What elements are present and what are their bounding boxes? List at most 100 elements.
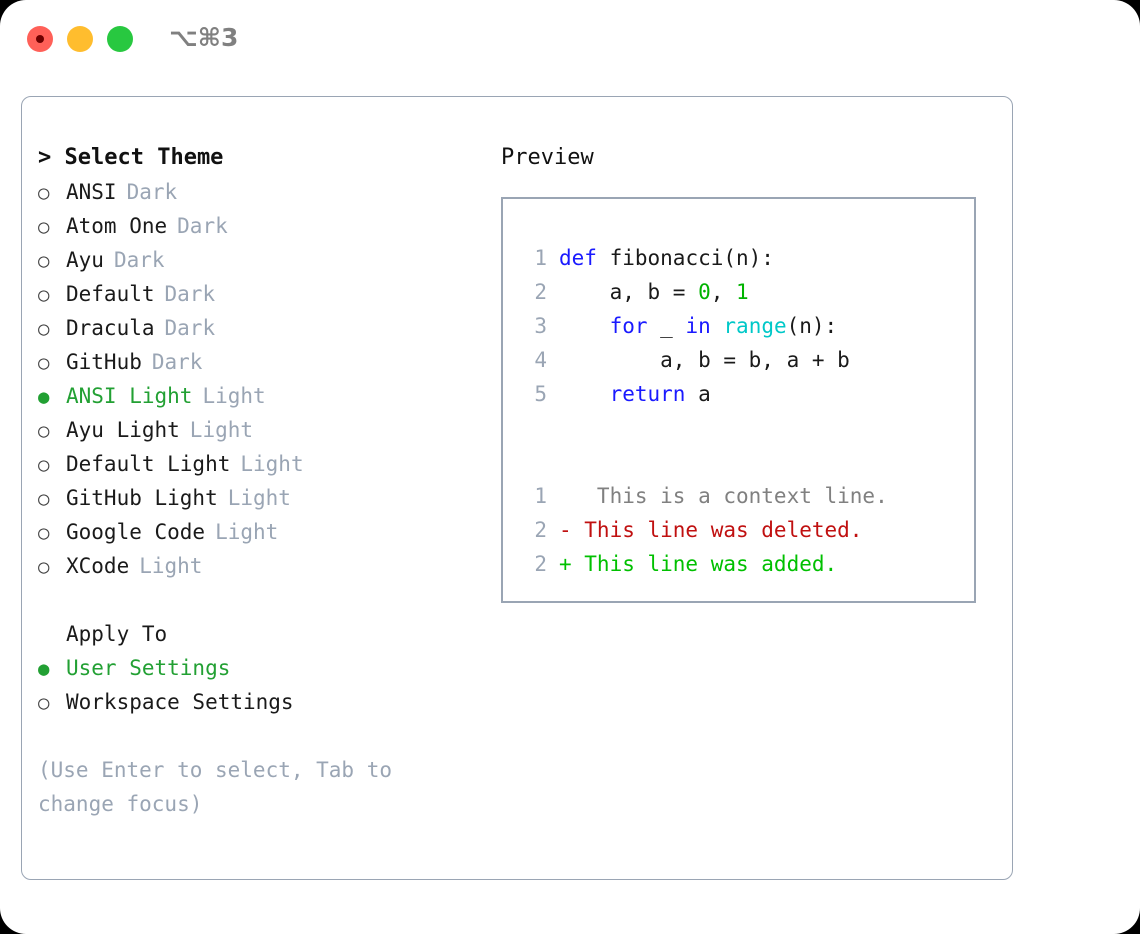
token-fn: range bbox=[723, 314, 787, 338]
token-kw: for bbox=[609, 314, 648, 338]
keyboard-hint-text: (Use Enter to select, Tab to change focu… bbox=[38, 758, 393, 816]
theme-item-label: Ayu Light bbox=[66, 418, 180, 442]
theme-item-label: Atom One bbox=[66, 214, 168, 238]
token-pl: _ bbox=[647, 314, 686, 338]
apply-item-0[interactable]: ● User Settings bbox=[38, 651, 468, 685]
code-line: 2 a, b = 0, 1 bbox=[519, 275, 968, 309]
theme-item-label: XCode bbox=[66, 554, 130, 578]
apply-item-1[interactable]: ○ Workspace Settings bbox=[38, 685, 468, 719]
radio-unselected-icon: ○ bbox=[38, 182, 50, 204]
code-line: 4 a, b = b, a + b bbox=[519, 343, 968, 377]
radio-unselected-icon: ○ bbox=[38, 454, 50, 476]
theme-item-0[interactable]: ○ ANSI Dark bbox=[38, 175, 468, 209]
radio-selected-icon: ● bbox=[38, 658, 50, 680]
code-line: 1 def fibonacci(n): bbox=[519, 241, 968, 275]
theme-item-kind: Light bbox=[227, 486, 291, 510]
line-number: 2 bbox=[534, 280, 547, 304]
theme-item-kind: Dark bbox=[151, 350, 203, 374]
theme-item-kind: Dark bbox=[113, 248, 165, 272]
token-pl: (n): bbox=[786, 314, 838, 338]
keyboard-shortcut-label: ⌥⌘3 bbox=[169, 23, 239, 52]
line-number: 2 bbox=[534, 518, 547, 542]
apply-item-label: User Settings bbox=[66, 656, 231, 680]
token-num: 0 bbox=[698, 280, 711, 304]
diff-text-add: + This line was added. bbox=[559, 552, 838, 576]
theme-item-kind: Light bbox=[202, 384, 266, 408]
token-kw: in bbox=[685, 314, 711, 338]
radio-unselected-icon: ○ bbox=[38, 420, 50, 442]
token-pl bbox=[711, 314, 724, 338]
theme-item-9[interactable]: ○ GitHub Light Light bbox=[38, 481, 468, 515]
theme-item-kind: Dark bbox=[164, 282, 216, 306]
radio-unselected-icon: ○ bbox=[38, 352, 50, 374]
code-line: 5 return a bbox=[519, 377, 968, 411]
theme-item-kind: Light bbox=[189, 418, 254, 442]
radio-unselected-icon: ○ bbox=[38, 488, 50, 510]
theme-item-5[interactable]: ○ GitHub Dark bbox=[38, 345, 468, 379]
radio-unselected-icon: ○ bbox=[38, 692, 50, 714]
code-gap bbox=[519, 445, 968, 479]
recording-indicator-icon bbox=[36, 35, 44, 43]
token-pl: a bbox=[685, 382, 711, 406]
radio-unselected-icon: ○ bbox=[38, 318, 50, 340]
line-number: 5 bbox=[534, 382, 547, 406]
theme-item-kind: Light bbox=[139, 554, 203, 578]
title-bar: ⌥⌘3 bbox=[0, 0, 1140, 78]
diff-line: 2 + This line was added. bbox=[519, 547, 968, 581]
theme-item-10[interactable]: ○ Google Code Light bbox=[38, 515, 468, 549]
token-kw: return bbox=[609, 382, 686, 406]
radio-unselected-icon: ○ bbox=[38, 216, 50, 238]
code-gap bbox=[519, 411, 968, 445]
theme-item-label: ANSI Light bbox=[66, 384, 193, 408]
theme-item-11[interactable]: ○ XCode Light bbox=[38, 549, 468, 583]
apply-item-label: Workspace Settings bbox=[66, 690, 294, 714]
radio-unselected-icon: ○ bbox=[38, 556, 50, 578]
code-text: a, b = 0, 1 bbox=[559, 275, 749, 309]
token-pl: a, b = bbox=[559, 280, 699, 304]
theme-item-8[interactable]: ○ Default Light Light bbox=[38, 447, 468, 481]
page-title: > Select Theme bbox=[38, 145, 224, 170]
theme-item-label: GitHub bbox=[66, 350, 142, 374]
zoom-button[interactable] bbox=[107, 26, 133, 52]
code-text: for _ in range(n): bbox=[559, 309, 838, 343]
code-text: a, b = b, a + b bbox=[559, 343, 850, 377]
code-line: 3 for _ in range(n): bbox=[519, 309, 968, 343]
token-kw: def bbox=[559, 246, 597, 270]
diff-line: 1 This is a context line. bbox=[519, 479, 968, 513]
radio-unselected-icon: ○ bbox=[38, 522, 50, 544]
code-text: def fibonacci(n): bbox=[559, 241, 774, 275]
code-text: return a bbox=[559, 377, 711, 411]
theme-item-kind: Dark bbox=[126, 180, 178, 204]
theme-item-label: Google Code bbox=[66, 520, 206, 544]
theme-item-kind: Light bbox=[240, 452, 304, 476]
token-pl: a, b = b, a + b bbox=[559, 348, 850, 372]
line-number: 3 bbox=[534, 314, 547, 338]
line-number: 2 bbox=[534, 552, 547, 576]
close-button[interactable] bbox=[27, 26, 53, 52]
apply-to-list[interactable]: ● User Settings ○ Workspace Settings bbox=[38, 651, 468, 719]
preview-title: Preview bbox=[501, 145, 594, 170]
minimize-button[interactable] bbox=[67, 26, 93, 52]
theme-item-label: GitHub Light bbox=[66, 486, 218, 510]
radio-unselected-icon: ○ bbox=[38, 250, 50, 272]
theme-item-7[interactable]: ○ Ayu Light Light bbox=[38, 413, 468, 447]
theme-item-kind: Light bbox=[215, 520, 279, 544]
theme-item-label: ANSI bbox=[66, 180, 117, 204]
token-pl bbox=[559, 314, 610, 338]
line-number: 1 bbox=[534, 246, 547, 270]
diff-line: 2- This line was deleted. bbox=[519, 513, 968, 547]
section-spacer bbox=[38, 583, 468, 617]
theme-item-label: Default Light bbox=[66, 452, 231, 476]
radio-unselected-icon: ○ bbox=[38, 284, 50, 306]
